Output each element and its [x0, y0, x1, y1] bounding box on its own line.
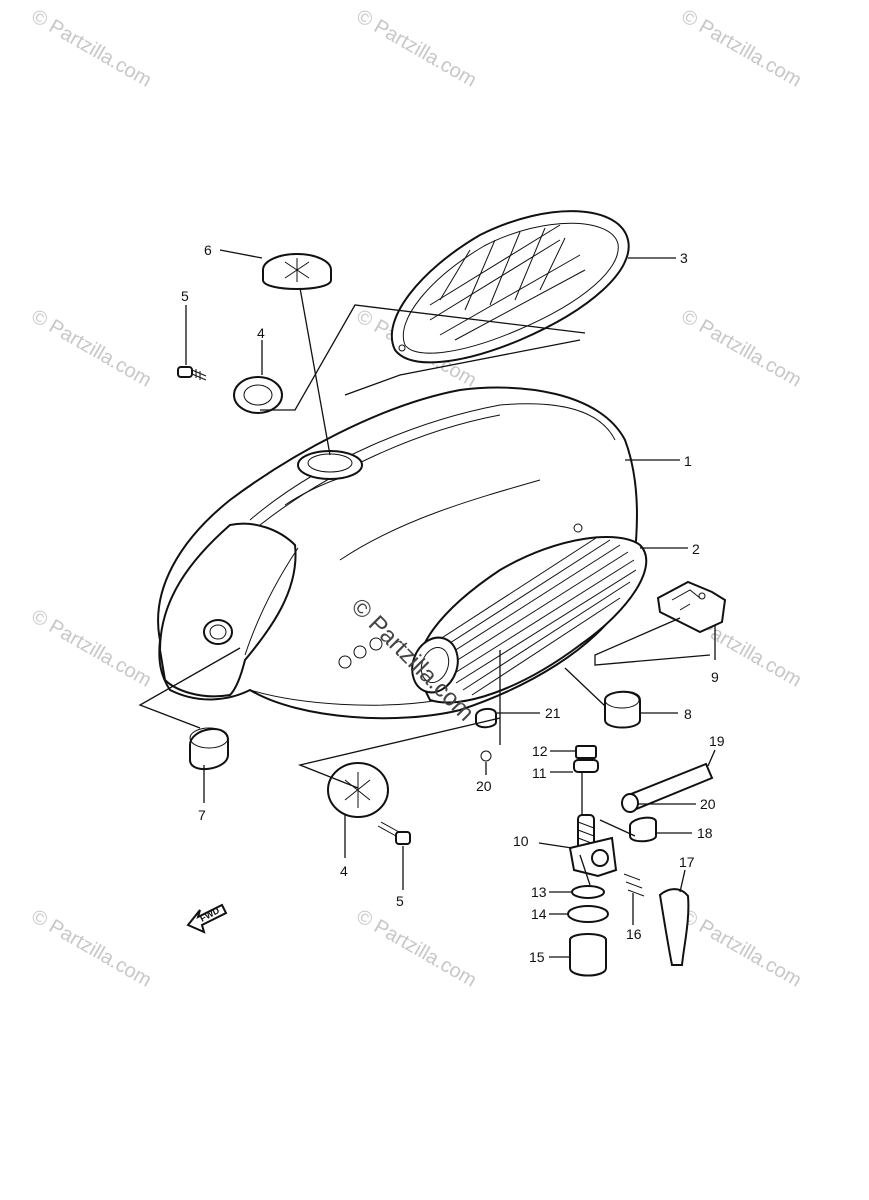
small-clip: [475, 708, 497, 762]
fitting-18: [629, 816, 657, 843]
fuel-cap: [262, 253, 332, 290]
callout-6: 6: [204, 242, 212, 258]
forward-arrow-icon: FWD: [186, 903, 228, 934]
callout-5: 5: [396, 893, 404, 909]
cap-gasket-top: [233, 376, 283, 414]
callout-21: 21: [545, 705, 561, 721]
callout-16: 16: [626, 926, 642, 942]
cup-15: [569, 933, 607, 977]
callout-1: 1: [684, 453, 692, 469]
callout-11: 11: [532, 765, 547, 781]
callout-19: 19: [709, 733, 725, 749]
watermark: © Partzilla.com: [28, 305, 156, 391]
clip-20: [621, 793, 639, 813]
nut-12: [575, 745, 597, 759]
watermark: © Partzilla.com: [28, 905, 156, 991]
rubber-cushion: [604, 690, 641, 729]
callout-5: 5: [181, 288, 189, 304]
tank-clamp: [656, 580, 727, 634]
callout-10: 10: [513, 833, 529, 849]
watermark: © Partzilla.com: [28, 605, 156, 691]
callout-17: 17: [679, 854, 695, 870]
tank-top-grille-pad: [390, 210, 630, 364]
callout-12: 12: [532, 743, 548, 759]
gasket-11: [573, 759, 599, 773]
callout-20: 20: [476, 778, 492, 794]
lever-17: [658, 888, 690, 966]
watermark: © Partzilla.com: [353, 5, 481, 91]
knee-pad-emblem: [411, 536, 648, 704]
watermark: © Partzilla.com: [678, 305, 806, 391]
callout-14: 14: [531, 906, 547, 922]
callout-4: 4: [340, 863, 348, 879]
cap-gasket-bottom: [327, 762, 389, 818]
leader-lines: [138, 249, 716, 958]
rubber-plug-left: [189, 727, 229, 771]
callout-3: 3: [680, 250, 688, 266]
callout-7: 7: [198, 807, 206, 823]
fuel-cock-assembly: [567, 745, 714, 977]
screw-bottom: [377, 821, 411, 845]
callout-2: 2: [692, 541, 700, 557]
o-ring-14: [567, 905, 609, 923]
callout-13: 13: [531, 884, 547, 900]
filter-13: [571, 885, 605, 899]
callout-15: 15: [529, 949, 545, 965]
watermark: © Partzilla.com: [678, 905, 806, 991]
watermark: © Partzilla.com: [353, 905, 481, 991]
watermark: © Partzilla.com: [28, 5, 156, 91]
callout-8: 8: [684, 706, 692, 722]
callout-4: 4: [257, 325, 265, 341]
callout-20: 20: [700, 796, 716, 812]
callout-9: 9: [711, 669, 719, 685]
watermark: © Partzilla.com: [678, 5, 806, 91]
callout-18: 18: [697, 825, 713, 841]
callout-labels: 1 2 3 4 4 5 5 6 7 8 9 10 11 12 13 14 15 …: [181, 242, 725, 965]
spring-16: [623, 873, 645, 897]
screw-top: [177, 366, 207, 381]
